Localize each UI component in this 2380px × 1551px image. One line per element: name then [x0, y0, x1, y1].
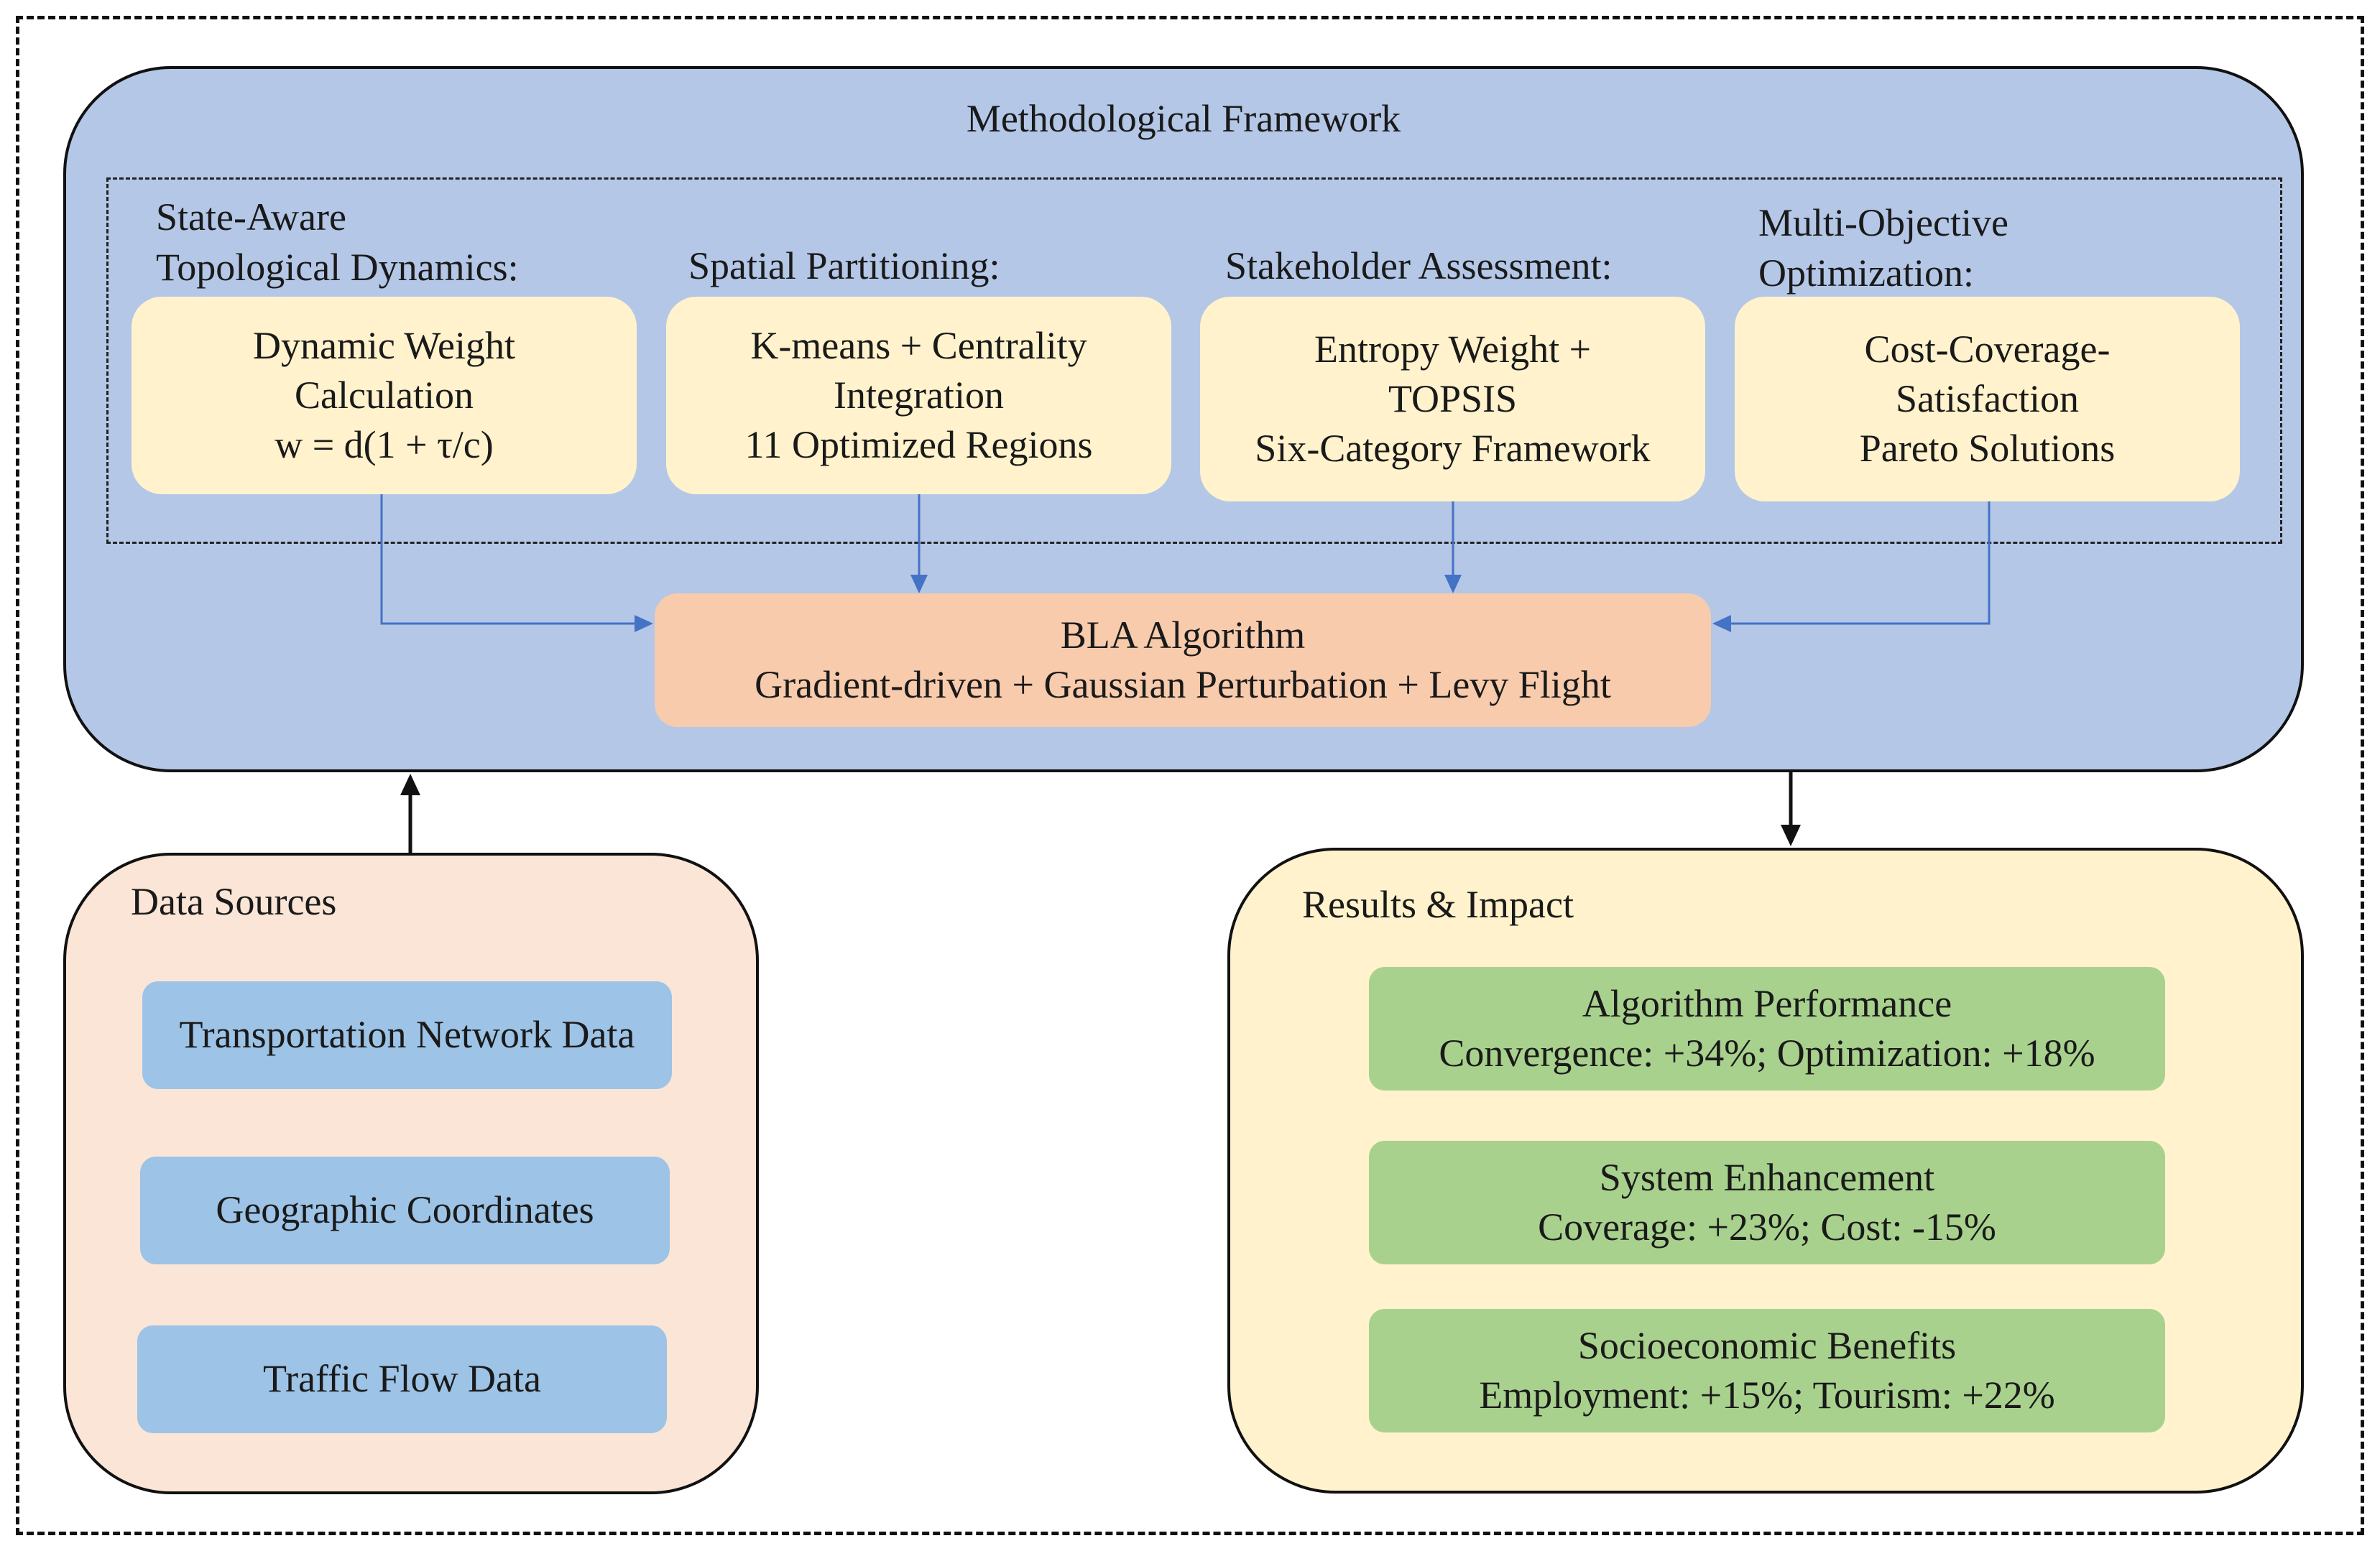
- module-multi-objective: Cost-Coverage- Satisfaction Pareto Solut…: [1735, 297, 2240, 501]
- result-item-algorithm-performance: Algorithm Performance Convergence: +34%;…: [1369, 967, 2165, 1091]
- module-line: Six-Category Framework: [1255, 427, 1651, 471]
- result-item-socioeconomic-benefits: Socioeconomic Benefits Employment: +15%;…: [1369, 1309, 2165, 1432]
- modules-dashed-group: [106, 177, 2282, 544]
- module-line: Cost-Coverage-: [1864, 327, 2111, 371]
- data-sources-title: Data Sources: [131, 880, 337, 923]
- results-title: Results & Impact: [1302, 883, 1574, 926]
- module-line: TOPSIS: [1388, 376, 1518, 420]
- result-title: System Enhancement: [1599, 1155, 1935, 1199]
- data-source-item: Traffic Flow Data: [137, 1325, 667, 1433]
- module-dynamic-weight: Dynamic Weight Calculation w = d(1 + τ/c…: [132, 297, 637, 494]
- arrowhead-right-into-bla: [1712, 615, 1731, 632]
- module-line: w = d(1 + τ/c): [275, 423, 494, 467]
- arrowhead-down-into-results: [1781, 825, 1801, 846]
- connector-multiobjective-to-bla: [1729, 501, 1991, 625]
- black-connectors: [408, 772, 1793, 853]
- module-line: Calculation: [295, 373, 474, 417]
- module-line: Pareto Solutions: [1859, 427, 2116, 471]
- heading-spatial-partitioning: Spatial Partitioning:: [688, 244, 1000, 287]
- blue-connectors: [380, 494, 1991, 625]
- heading-state-aware: State-Aware Topological Dynamics:: [156, 195, 519, 290]
- result-detail: Employment: +15%; Tourism: +22%: [1479, 1374, 2055, 1417]
- arrowhead-stakeholder: [1444, 575, 1462, 593]
- heading-multi-objective: Multi-Objective Optimization:: [1758, 201, 2008, 295]
- arrowhead-left-into-bla: [635, 615, 653, 632]
- heading-stakeholder-assessment: Stakeholder Assessment:: [1225, 244, 1613, 287]
- data-source-item: Transportation Network Data: [142, 981, 672, 1089]
- algorithm-subtitle: Gradient-driven + Gaussian Perturbation …: [755, 663, 1611, 706]
- algorithm-title: BLA Algorithm: [1060, 613, 1306, 657]
- module-spatial-partitioning: K-means + Centrality Integration 11 Opti…: [666, 297, 1171, 494]
- connector-dynamic-weight-to-bla: [380, 494, 637, 625]
- module-line: 11 Optimized Regions: [744, 423, 1093, 467]
- black-arrowheads: [400, 774, 1801, 846]
- result-detail: Convergence: +34%; Optimization: +18%: [1439, 1032, 2095, 1075]
- result-item-system-enhancement: System Enhancement Coverage: +23%; Cost:…: [1369, 1141, 2165, 1264]
- module-line: Entropy Weight +: [1314, 327, 1592, 371]
- bla-algorithm-box: BLA Algorithm Gradient-driven + Gaussian…: [655, 593, 1711, 727]
- module-stakeholder-assessment: Entropy Weight + TOPSIS Six-Category Fra…: [1200, 297, 1705, 501]
- result-detail: Coverage: +23%; Cost: -15%: [1538, 1205, 1996, 1249]
- module-line: Satisfaction: [1896, 376, 2079, 420]
- arrowhead-up-into-framework: [400, 774, 420, 795]
- framework-title: Methodological Framework: [966, 97, 1401, 140]
- outer-dashed-border: [16, 16, 2364, 1535]
- module-line: Dynamic Weight: [252, 323, 516, 367]
- result-title: Socioeconomic Benefits: [1577, 1323, 1957, 1367]
- result-title: Algorithm Performance: [1582, 981, 1952, 1025]
- data-source-item: Geographic Coordinates: [140, 1157, 670, 1264]
- blue-arrowheads: [635, 575, 1731, 632]
- module-line: K-means + Centrality: [750, 323, 1087, 367]
- arrowhead-spatial: [910, 575, 928, 593]
- module-line: Integration: [834, 373, 1004, 417]
